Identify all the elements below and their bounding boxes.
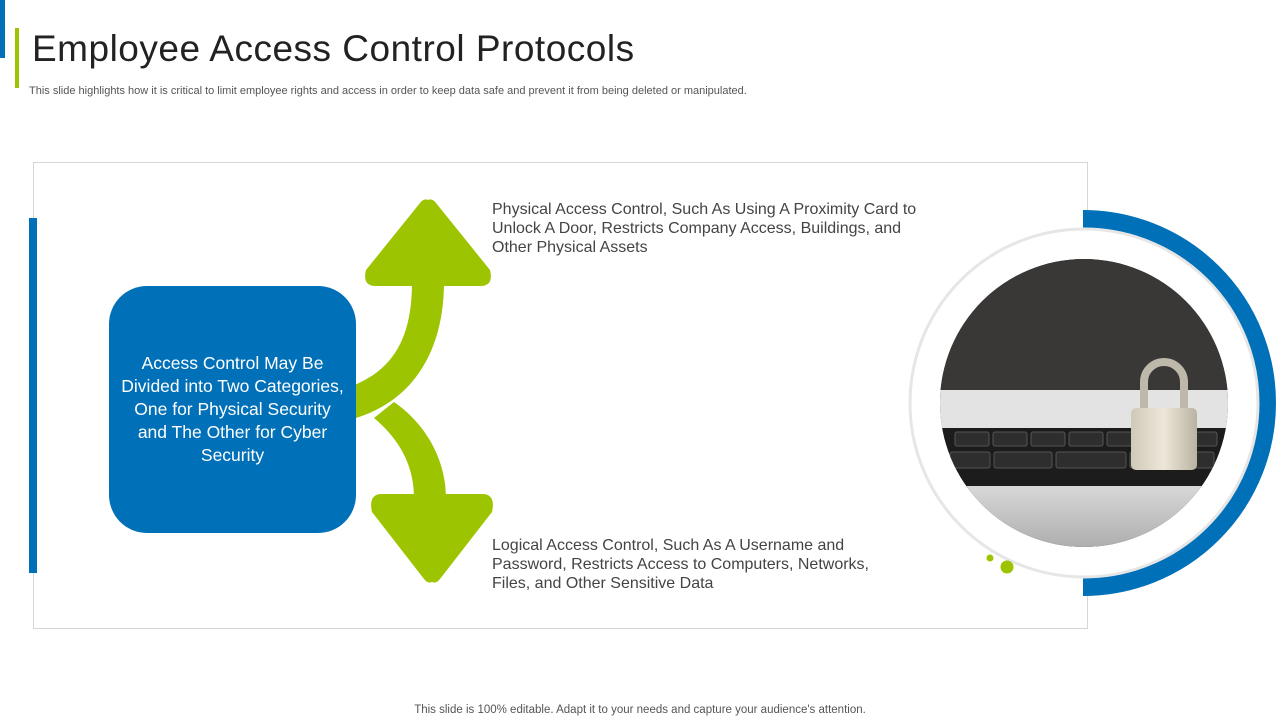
green-dot-small bbox=[987, 555, 994, 562]
footer-note: This slide is 100% editable. Adapt it to… bbox=[0, 704, 1280, 716]
green-dot-large bbox=[1001, 561, 1014, 574]
padlock-body bbox=[1131, 408, 1197, 470]
